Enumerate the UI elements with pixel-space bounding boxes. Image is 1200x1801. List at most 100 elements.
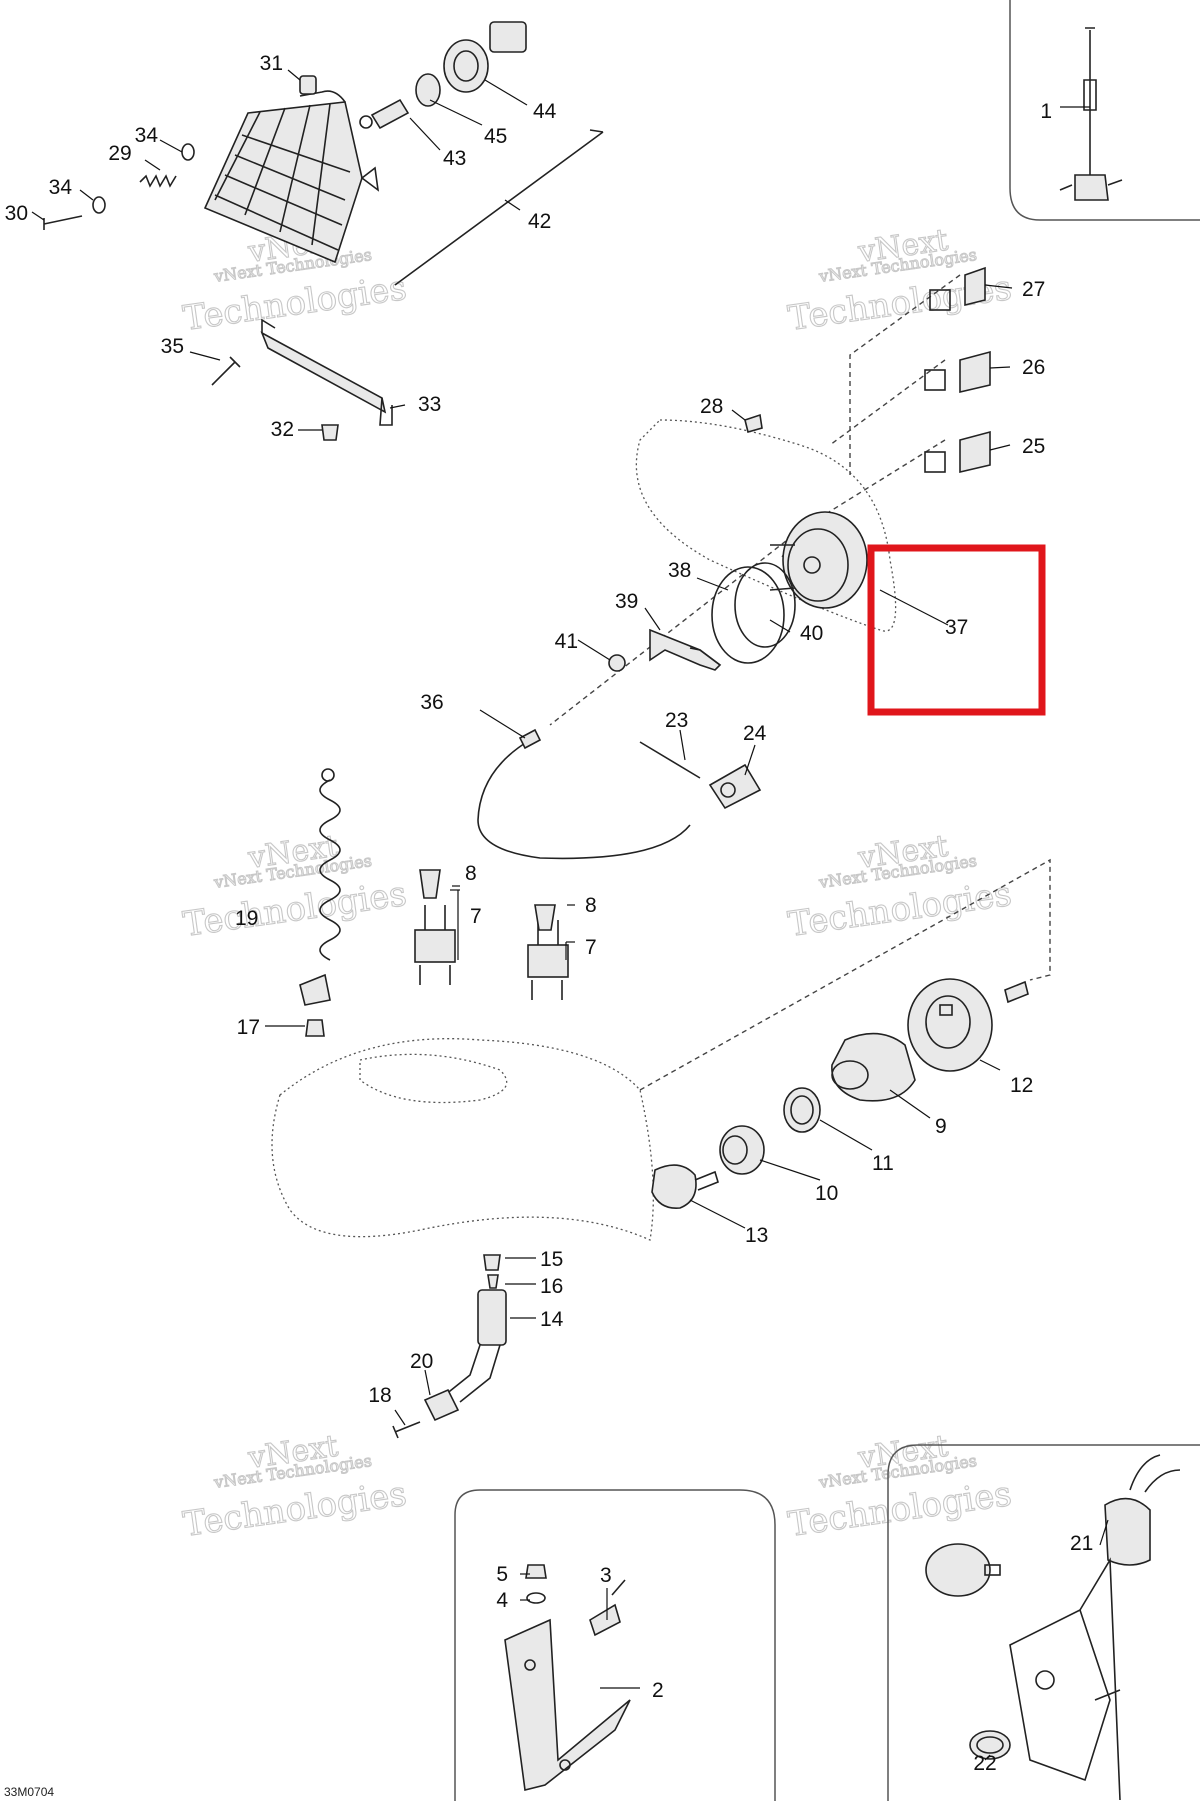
nut-5 bbox=[525, 1564, 547, 1579]
bulb-43 bbox=[359, 98, 410, 130]
screw-30 bbox=[43, 215, 83, 230]
console-hood-outline bbox=[271, 1038, 654, 1241]
inset-frame-bottom-center bbox=[454, 1489, 776, 1801]
switch-body-9 bbox=[831, 1032, 916, 1102]
callout-23: 23 bbox=[665, 709, 688, 732]
diagram-code: 33M0704 bbox=[4, 1785, 54, 1799]
sender-14 bbox=[444, 1289, 507, 1403]
watermark-bottom-right: vNext Technologies vNext Technologies bbox=[785, 1428, 1015, 1545]
callout-4: 4 bbox=[496, 1589, 508, 1612]
fitting-15 bbox=[483, 1254, 501, 1271]
dash-line-25 bbox=[779, 439, 946, 561]
callout-10: 10 bbox=[815, 1182, 838, 1205]
callout-17: 17 bbox=[237, 1016, 260, 1039]
callout-3: 3 bbox=[600, 1564, 612, 1587]
dash-line-26 bbox=[829, 359, 946, 446]
callout-33: 33 bbox=[418, 393, 441, 416]
callout-25: 25 bbox=[1022, 435, 1045, 458]
dash-line-ignition bbox=[639, 858, 1051, 1091]
terminal-18 bbox=[392, 1421, 421, 1439]
ring-22 bbox=[969, 1730, 1011, 1760]
gauge-37 bbox=[769, 511, 868, 609]
nut-41 bbox=[608, 654, 626, 672]
callout-18: 18 bbox=[368, 1384, 391, 1407]
callout-43: 43 bbox=[443, 147, 466, 170]
callout-7-left: 7 bbox=[470, 905, 482, 928]
clip-31 bbox=[299, 75, 317, 95]
watermark-bottom-left: vNext Technologies vNext Technologies bbox=[180, 1428, 410, 1545]
callout-34-right: 34 bbox=[135, 124, 159, 147]
connector-20 bbox=[423, 1388, 460, 1422]
callout-22: 22 bbox=[973, 1752, 996, 1775]
callout-7-right: 7 bbox=[585, 936, 597, 959]
console-bracket-21 bbox=[1009, 1557, 1121, 1801]
key-13 bbox=[651, 1164, 719, 1209]
bracket-39 bbox=[649, 628, 722, 671]
callout-39: 39 bbox=[615, 590, 638, 613]
watermark-mid-left: vNext Technologies vNext Technologies bbox=[180, 828, 410, 945]
callout-5: 5 bbox=[496, 1563, 508, 1586]
cable-36 bbox=[477, 728, 691, 860]
oring-38 bbox=[711, 566, 785, 664]
nut-11 bbox=[783, 1087, 821, 1133]
console-outline-upper bbox=[635, 419, 897, 632]
callout-38: 38 bbox=[668, 559, 691, 582]
callout-1: 1 bbox=[1040, 100, 1052, 123]
console-hood-inner bbox=[359, 1053, 508, 1104]
switch-26 bbox=[924, 350, 991, 394]
callout-13: 13 bbox=[745, 1224, 768, 1247]
dash-line-gauge bbox=[549, 529, 801, 726]
bracket-2 bbox=[504, 1618, 631, 1791]
nut-32 bbox=[321, 424, 339, 441]
cover-44 bbox=[443, 39, 489, 93]
switch-21-body bbox=[925, 1543, 1001, 1597]
callout-27: 27 bbox=[1022, 278, 1045, 301]
cap-17 bbox=[305, 1019, 325, 1037]
callout-41: 41 bbox=[555, 630, 578, 653]
lanyard-19 bbox=[299, 768, 341, 1006]
connector-21 bbox=[1104, 1454, 1181, 1566]
callout-31: 31 bbox=[260, 52, 283, 75]
ignition-12 bbox=[907, 978, 993, 1072]
bezel-10 bbox=[719, 1125, 765, 1175]
actuator-24 bbox=[708, 763, 762, 810]
rivet-35 bbox=[211, 356, 241, 386]
bracket-33 bbox=[260, 318, 393, 426]
callout-12: 12 bbox=[1010, 1074, 1033, 1097]
callout-29: 29 bbox=[108, 142, 131, 165]
callout-8-left: 8 bbox=[465, 862, 477, 885]
callout-24: 24 bbox=[743, 722, 767, 745]
callout-42: 42 bbox=[528, 210, 551, 233]
switch-25 bbox=[924, 430, 991, 474]
callout-21: 21 bbox=[1070, 1532, 1093, 1555]
callout-36: 36 bbox=[420, 691, 443, 714]
highlight-box bbox=[867, 544, 1046, 716]
ring-40 bbox=[734, 562, 796, 648]
callout-8-right: 8 bbox=[585, 894, 597, 917]
inset-frame-top-right bbox=[1009, 0, 1200, 221]
dash-line-27 bbox=[849, 274, 961, 475]
bracket-42-outline bbox=[394, 129, 604, 286]
callout-14: 14 bbox=[540, 1308, 564, 1331]
inset-frame-bottom-right bbox=[887, 1444, 1200, 1801]
washer-34-right bbox=[181, 143, 195, 161]
callout-40: 40 bbox=[800, 622, 823, 645]
callout-2: 2 bbox=[652, 1679, 664, 1702]
knob-8-left bbox=[419, 869, 441, 899]
callout-20: 20 bbox=[410, 1350, 433, 1373]
callout-32: 32 bbox=[271, 418, 294, 441]
switch-7-right bbox=[527, 920, 569, 1000]
callout-44: 44 bbox=[533, 100, 557, 123]
antenna-1 bbox=[1059, 27, 1123, 201]
callout-19: 19 bbox=[235, 907, 258, 930]
spring-29 bbox=[139, 174, 177, 188]
connector-12-plug bbox=[1004, 980, 1029, 1004]
callout-16: 16 bbox=[540, 1275, 563, 1298]
callout-15: 15 bbox=[540, 1248, 563, 1271]
switch-7-left bbox=[414, 905, 456, 985]
washer-4 bbox=[526, 1592, 546, 1604]
callout-34-left: 34 bbox=[49, 176, 73, 199]
bulb-28 bbox=[744, 413, 763, 433]
watermark-mid-right: vNext Technologies vNext Technologies bbox=[785, 828, 1015, 945]
